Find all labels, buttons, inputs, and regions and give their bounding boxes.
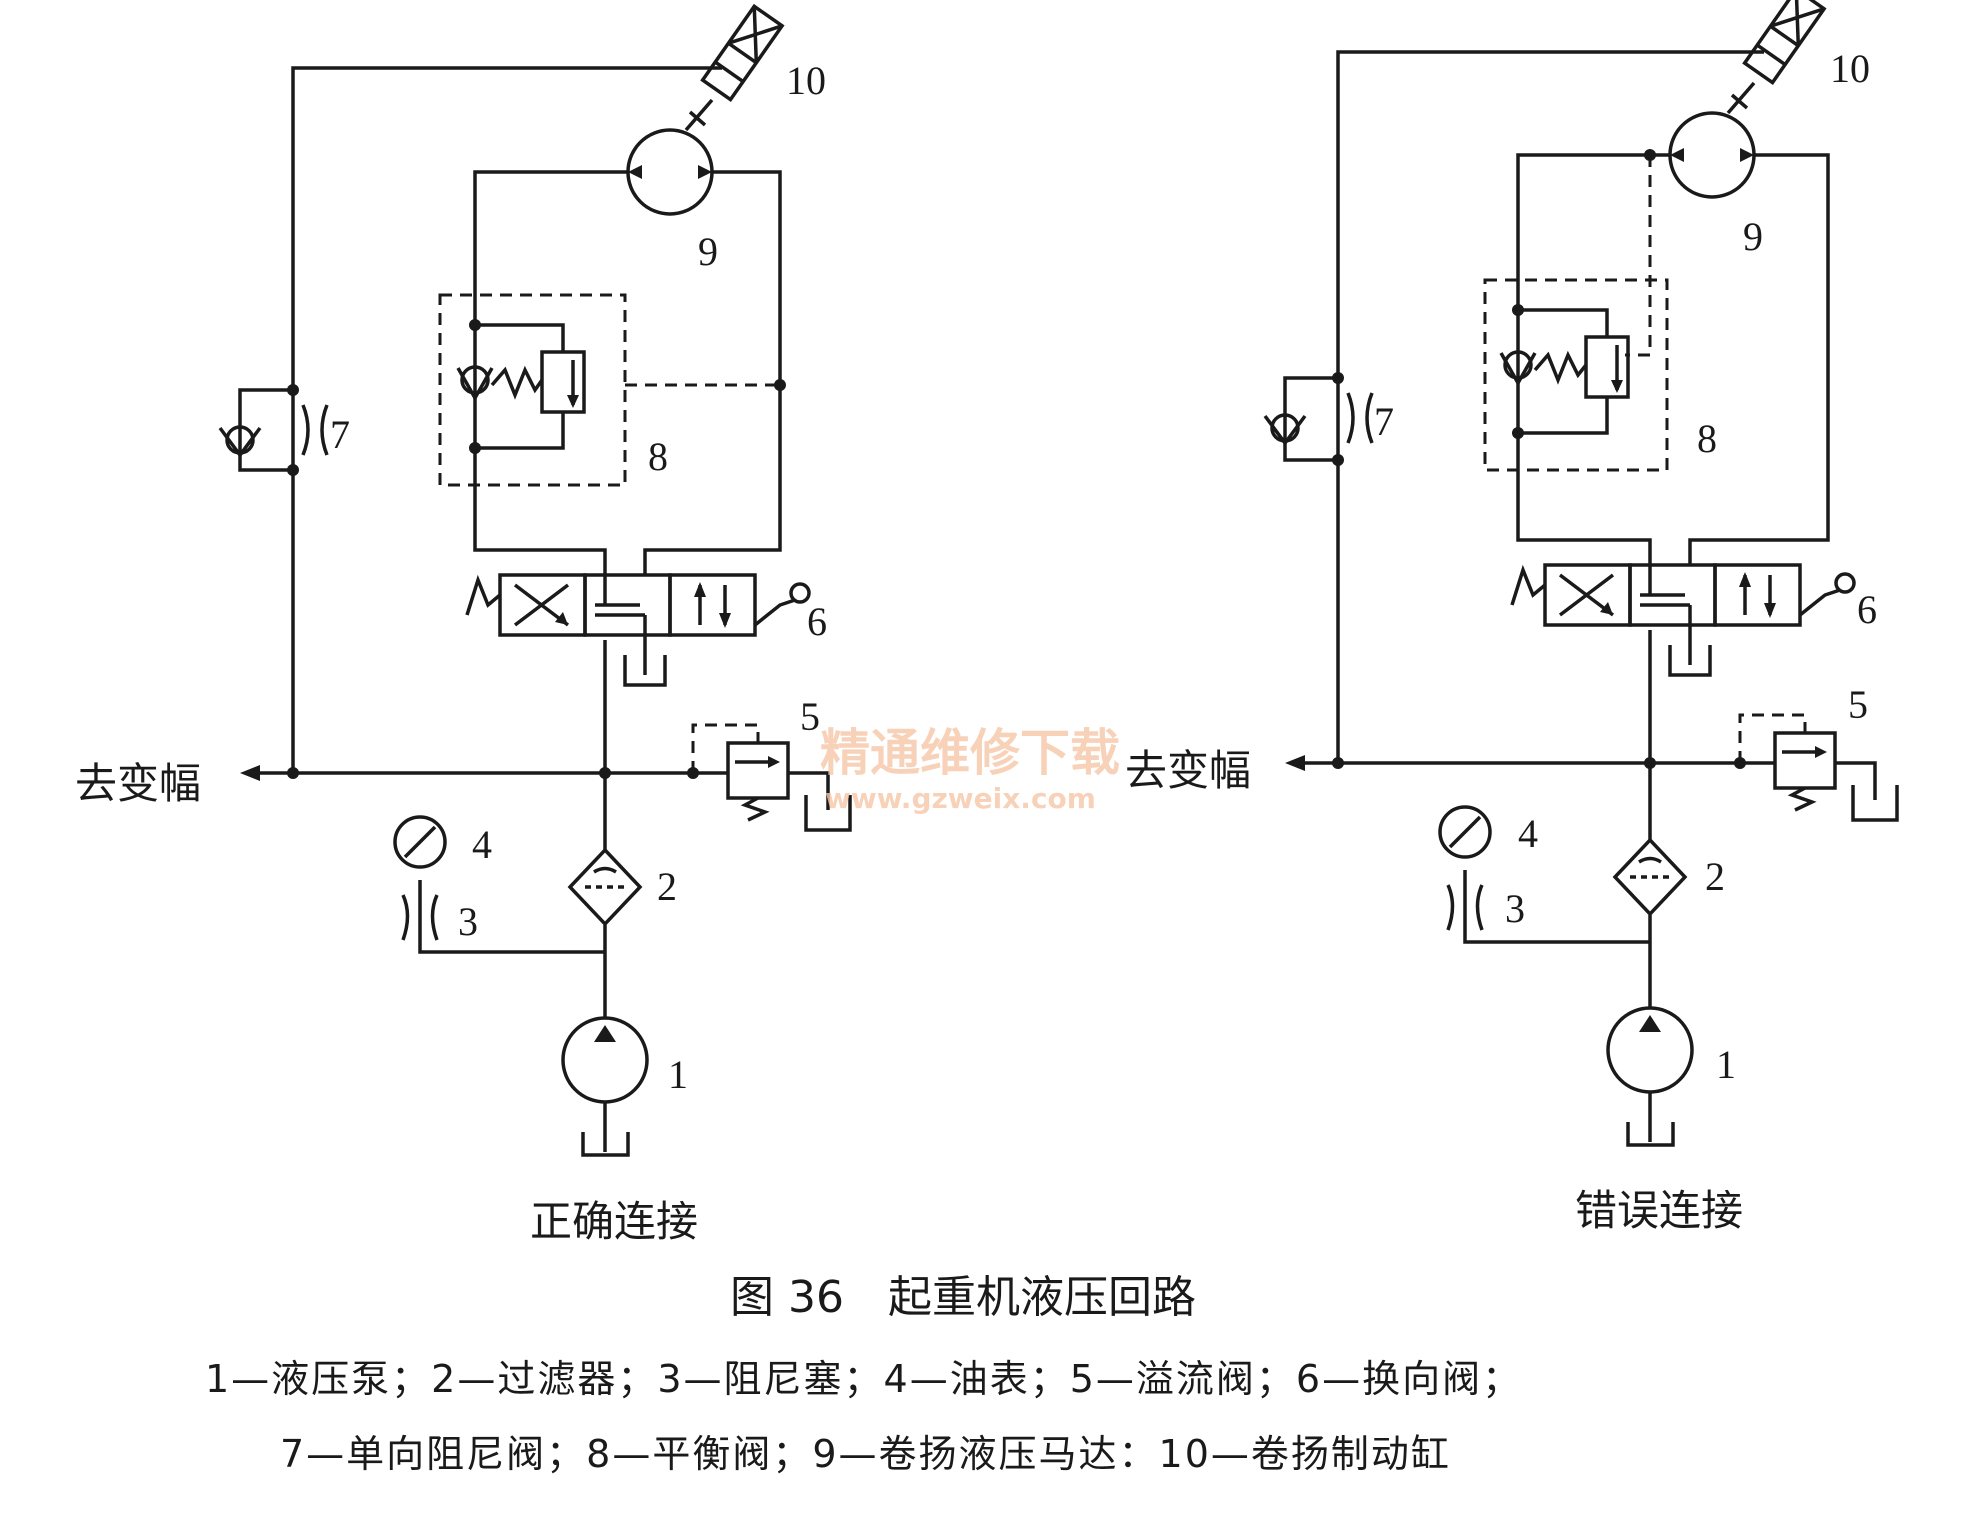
relief-valve-5 [1738, 713, 1899, 822]
label-6: 6 [1857, 587, 1877, 632]
label-2: 2 [657, 864, 677, 909]
label-3: 3 [1505, 886, 1525, 931]
label-8: 8 [648, 434, 668, 479]
check-damper-valve-7 [218, 388, 329, 472]
label-1: 1 [1716, 1042, 1736, 1087]
label-2: 2 [1705, 854, 1725, 899]
label-10: 10 [786, 58, 826, 103]
legend-line-1: 1—液压泵；2—过滤器；3—阻尼塞；4—油表；5—溢流阀；6—换向阀； [205, 1357, 1522, 1401]
gauge-4 [1438, 805, 1492, 859]
directional-valve-6 [465, 573, 811, 687]
label-9: 9 [698, 229, 718, 274]
label-7: 7 [1374, 399, 1394, 444]
output-label-right: 去变幅 [1125, 746, 1251, 795]
balance-valve-8 [438, 293, 780, 487]
left-circuit [218, 3, 852, 1157]
right-labels: 1 2 3 4 5 6 7 8 9 10 去变幅 错误连接 [1125, 46, 1877, 1235]
label-7: 7 [330, 412, 350, 457]
watermark-url: www.gzweix.com [825, 782, 1096, 815]
balance-valve-8 [1483, 278, 1669, 472]
watermark-text: 精通维修下载 [820, 724, 1120, 782]
label-5: 5 [800, 694, 820, 739]
label-1: 1 [668, 1052, 688, 1097]
filter-2 [1612, 837, 1688, 917]
label-5: 5 [1848, 682, 1868, 727]
damper-3 [1446, 884, 1484, 931]
damper-3 [401, 894, 439, 941]
directional-valve-6 [1510, 563, 1856, 677]
pump-1 [561, 1016, 649, 1157]
pump-1 [1606, 1006, 1694, 1147]
brake-cylinder-10 [1726, 0, 1827, 115]
check-damper-valve-7 [1263, 376, 1374, 462]
label-9: 9 [1743, 214, 1763, 259]
figure-caption: 图 36 起重机液压回路 [730, 1272, 1196, 1323]
watermark: 精通维修下载 www.gzweix.com [820, 724, 1120, 815]
label-4: 4 [1518, 811, 1538, 856]
brake-cylinder-10 [684, 3, 785, 132]
label-10: 10 [1830, 46, 1870, 91]
left-labels: 1 2 3 4 5 6 7 8 9 10 去变幅 正确连接 [75, 58, 827, 1246]
left-title: 正确连接 [530, 1197, 698, 1246]
motor-9 [1668, 111, 1756, 199]
label-8: 8 [1697, 416, 1717, 461]
right-title: 错误连接 [1575, 1186, 1743, 1235]
label-6: 6 [807, 599, 827, 644]
relief-valve-5 [691, 723, 852, 832]
motor-9 [626, 128, 714, 216]
right-circuit [1263, 0, 1899, 1147]
gauge-4 [393, 815, 447, 869]
label-3: 3 [458, 899, 478, 944]
filter-2 [567, 847, 643, 927]
output-label-left: 去变幅 [75, 759, 201, 808]
label-4: 4 [472, 822, 492, 867]
legend-line-2: 7—单向阻尼阀；8—平衡阀；9—卷扬液压马达：10—卷扬制动缸 [280, 1432, 1451, 1476]
